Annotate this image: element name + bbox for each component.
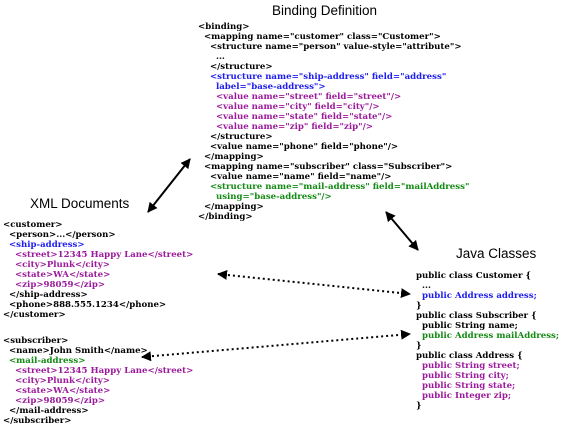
xml-code-line: </subscriber> xyxy=(3,416,72,426)
xml-code-line: <subscriber> xyxy=(3,336,69,346)
xml-documents-title: XML Documents xyxy=(30,196,130,211)
binding-definition-title: Binding Definition xyxy=(272,3,378,18)
binding-code-line: </structure> xyxy=(198,132,273,142)
xml-code-line: </ship-address> xyxy=(3,290,88,300)
java-code-line: } xyxy=(416,301,422,311)
binding-code-line: <binding> xyxy=(198,22,250,32)
xml-code-line: <person>...</person> xyxy=(3,230,116,240)
binding-code-line: <mapping name="subscriber" class="Subscr… xyxy=(198,162,453,172)
xml-subscriber-document: <subscriber> <name>John Smith</name> <ma… xyxy=(3,336,193,426)
binding-code-line: </binding> xyxy=(198,212,253,222)
xml-binding-arrow xyxy=(147,158,191,213)
ship-address-field-arrow xyxy=(217,269,411,299)
binding-code-line: <value name="street" field="street"/> xyxy=(198,92,402,102)
binding-code-line: label="base-address"> xyxy=(198,82,326,92)
xml-code-line: <phone>888.555.1234</phone> xyxy=(3,300,167,310)
xml-code-line: <street>12345 Happy Lane</street> xyxy=(3,250,194,260)
java-code-line: public class Address { xyxy=(416,351,523,361)
binding-definition-code: <binding> <mapping name="customer" class… xyxy=(198,22,469,222)
xml-customer-document: <customer> <person>...</person> <ship-ad… xyxy=(3,220,193,320)
java-code-line: public Integer zip; xyxy=(416,391,512,401)
xml-code-line: <zip>98059</zip> xyxy=(3,396,106,406)
binding-code-line: using="base-address"/> xyxy=(198,192,332,202)
xml-code-line: <street>12345 Happy Lane</street> xyxy=(3,366,194,376)
binding-code-line: </mapping> xyxy=(198,152,264,162)
java-code-line: } xyxy=(416,341,422,351)
binding-code-line: <structure name="ship-address" field="ad… xyxy=(198,72,447,82)
binding-code-line: <structure name="mail-address" field="ma… xyxy=(198,182,470,192)
java-code-line: public class Subscriber { xyxy=(416,311,537,321)
xml-code-line: </mail-address> xyxy=(3,406,89,416)
java-code-line: } xyxy=(416,401,422,411)
xml-code-line: <city>Plunk</city> xyxy=(3,376,111,386)
xml-code-line: <city>Plunk</city> xyxy=(3,260,111,270)
xml-code-line: </customer> xyxy=(3,310,66,320)
java-code-line: public Address address; xyxy=(416,291,537,301)
binding-java-arrow xyxy=(385,211,419,251)
binding-code-line: <structure name="person" value-style="at… xyxy=(198,42,462,52)
mail-address-field-arrow xyxy=(141,329,411,362)
xml-code-line: <state>WA</state> xyxy=(3,270,111,280)
binding-code-line: <value name="zip" field="zip"/> xyxy=(198,122,374,132)
java-code-line: public String name; xyxy=(416,321,518,331)
java-classes-code: public class Customer { ... public Addre… xyxy=(416,271,559,411)
java-code-line: public class Customer { xyxy=(416,271,531,281)
xml-code-line: <zip>98059</zip> xyxy=(3,280,106,290)
java-code-line: public Address mailAddress; xyxy=(416,331,560,341)
binding-code-line: </mapping> xyxy=(198,202,264,212)
java-code-line: public String city; xyxy=(416,371,509,381)
xml-code-line: <state>WA</state> xyxy=(3,386,111,396)
xml-code-line: <name>John Smith</name> xyxy=(3,346,148,356)
binding-code-line: <value name="state" field="state"/> xyxy=(198,112,393,122)
xml-code-line: <ship-address> xyxy=(3,240,85,250)
xml-code-line: <mail-address> xyxy=(3,356,86,366)
xml-code-line: <customer> xyxy=(3,220,63,230)
binding-code-line: <value name="city" field="city"/> xyxy=(198,102,380,112)
binding-code-line: ... xyxy=(198,52,225,62)
binding-code-line: <mapping name="customer" class="Customer… xyxy=(198,32,441,42)
binding-code-line: <value name="name" field="name"/> xyxy=(198,172,392,182)
java-code-line: public String state; xyxy=(416,381,516,391)
java-code-line: public String street; xyxy=(416,361,520,371)
java-classes-title: Java Classes xyxy=(456,246,537,261)
java-code-line: ... xyxy=(416,281,431,291)
binding-code-line: </structure> xyxy=(198,62,273,72)
binding-code-line: <value name="phone" field="phone"/> xyxy=(198,142,399,152)
